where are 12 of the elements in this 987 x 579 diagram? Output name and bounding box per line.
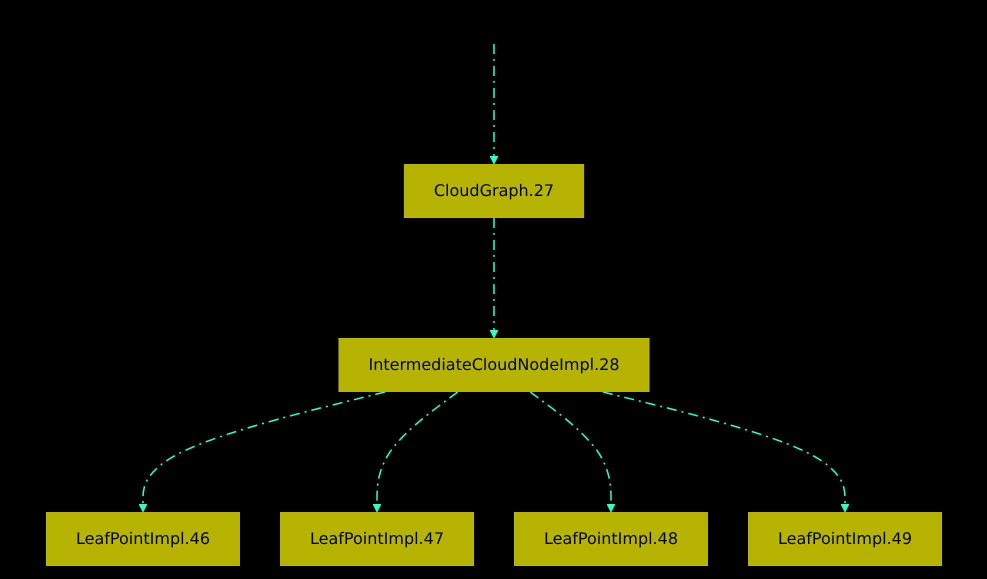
arrow	[372, 390, 458, 512]
arrow	[602, 390, 849, 512]
arrow	[489, 218, 498, 338]
node-box: LeafPointImpl.46	[46, 512, 240, 566]
node-box: LeafPointImpl.48	[514, 512, 708, 566]
arrow	[529, 390, 615, 512]
node-box: LeafPointImpl.47	[280, 512, 474, 566]
arrow	[489, 44, 498, 164]
arrow	[138, 390, 385, 512]
node-box: LeafPointImpl.49	[748, 512, 942, 566]
node-box: CloudGraph.27	[403, 164, 584, 218]
node-box: IntermediateCloudNodeImpl.28	[338, 338, 650, 392]
